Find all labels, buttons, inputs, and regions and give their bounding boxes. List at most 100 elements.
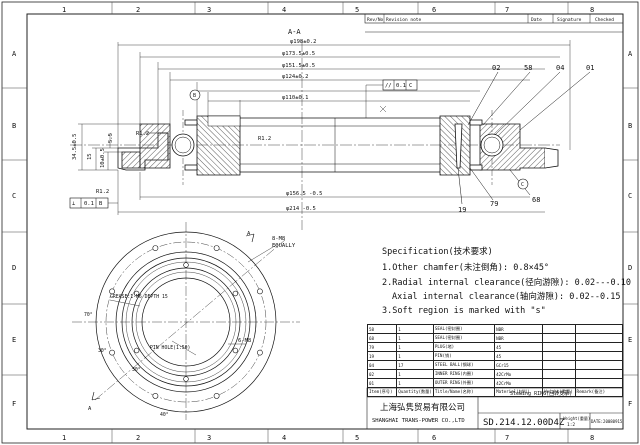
row-label-e: E	[12, 336, 16, 344]
rev-mark: Rev/No	[367, 17, 384, 23]
plan-angle-1: 70°	[84, 312, 93, 318]
spec-line-2: 2.Radial internal clearance(径向游隙): 0.02-…	[382, 278, 631, 288]
row-label-a: A	[12, 50, 17, 58]
bom-cell: 1	[396, 333, 434, 343]
gtol-left-val: 0.1	[84, 201, 94, 207]
label-r12-a: R1.2	[136, 131, 149, 137]
bom-cell: OUTER RING(外圈)	[432, 378, 496, 388]
bom-cell: 1	[396, 324, 434, 334]
callout-labels: 02 58 04 01 19 79 68	[458, 64, 594, 214]
inner-bolt-hole	[133, 290, 140, 297]
plan-note-holes: 8-M8	[272, 236, 285, 242]
callout-01: 01	[586, 64, 594, 72]
label-r12-b: R1.2	[258, 136, 271, 142]
bom-cell	[542, 378, 576, 388]
bom-cell: 45	[494, 351, 544, 361]
rev-date: Date	[531, 17, 542, 23]
bom-cell	[574, 333, 624, 343]
inner-bolt-hole	[232, 347, 239, 354]
gtol-top-sym: //	[385, 83, 392, 89]
plan-label-a-bottom: A	[88, 406, 92, 412]
bom-cell: 19	[366, 351, 398, 361]
bom-cell: Quantity(数量)	[396, 387, 434, 397]
bom-cell	[542, 360, 576, 370]
bom-cell: PLUG(堵)	[432, 342, 496, 352]
col-label-4: 4	[282, 6, 286, 14]
col-label-3: 3	[207, 6, 211, 14]
section-title: A-A	[288, 28, 301, 36]
bom-cell: 1	[396, 378, 434, 388]
tb-date: DATE:20080915	[591, 419, 623, 424]
col-label-7b: 7	[505, 434, 509, 442]
bom-cell: 45	[494, 342, 544, 352]
bom-cell: Item(序号)	[366, 387, 398, 397]
bom-cell	[574, 369, 624, 379]
col-label-2: 2	[136, 6, 140, 14]
outer-bolt-hole	[152, 393, 159, 399]
col-label-5b: 5	[355, 434, 359, 442]
bom-cell	[574, 378, 624, 388]
bom-cell: 17	[396, 360, 434, 370]
plan-angle-2: 30°	[98, 348, 107, 354]
row-label-f: F	[12, 400, 16, 408]
row-label-b: B	[12, 122, 16, 130]
col-label-8: 8	[590, 6, 594, 14]
col-label-6b: 6	[432, 434, 436, 442]
bom-cell	[574, 351, 624, 361]
dim-34: 34.5±0.5	[72, 134, 78, 161]
plan-bolt-holes	[109, 245, 263, 399]
bom-cell: NBR	[494, 324, 544, 334]
inner-bolt-hole	[232, 290, 239, 297]
dim-214: φ214 -0.5	[286, 206, 316, 212]
callout-79: 79	[490, 200, 498, 208]
callout-02: 02	[492, 64, 500, 72]
outer-bolt-hole	[152, 245, 159, 251]
dim-173: φ173.5±0.5	[282, 51, 315, 57]
outer-bolt-hole	[109, 349, 115, 356]
tb-scale: 1:2	[567, 422, 575, 428]
row-label-b-r: B	[628, 122, 632, 130]
bom-cell: STEEL BALL(钢球)	[432, 360, 496, 370]
inner-bolt-hole	[183, 262, 189, 268]
section-dimensions: φ198±0.2 φ173.5±0.5 φ151.5±0.5 φ124±0.2 …	[72, 39, 524, 212]
inner-bolt-hole	[133, 347, 140, 354]
col-label-7: 7	[505, 6, 509, 14]
gtol-top-ref: C	[409, 83, 412, 89]
datum-b: B	[193, 93, 196, 99]
col-label-1: 1	[62, 6, 66, 14]
bom-cell: 42CrMo	[494, 378, 544, 388]
bom-cell: Weight(重量)	[542, 387, 576, 397]
bom-cell	[542, 342, 576, 352]
bom-cell: SEAL(密封圈)	[432, 333, 496, 343]
tb-company-en: SHANGHAI TRANS-POWER CO.,LTD	[372, 418, 465, 424]
bom-cell: PIN(销)	[432, 351, 496, 361]
row-label-a-r: A	[628, 50, 633, 58]
dim-151: φ151.5±0.5	[282, 63, 315, 69]
bom-cell: 68	[366, 333, 398, 343]
bom-cell: NBR	[494, 333, 544, 343]
bom-cell: 01	[366, 378, 398, 388]
row-label-d-r: D	[628, 264, 632, 272]
inner-bolt-hole	[183, 376, 189, 382]
callout-68: 68	[532, 196, 540, 204]
bom-cell	[542, 324, 576, 334]
outer-bolt-hole	[257, 349, 263, 356]
spec-title: Specification(技术要求)	[382, 247, 493, 257]
bom-cell: 1	[396, 351, 434, 361]
plan-labels: A A 8-M8 EQUALLY GREASE:1-M6 DEPTH 15 PI…	[84, 231, 296, 418]
dim-198: φ198±0.2	[290, 39, 317, 45]
plan-note-grease: GREASE:1-M6 DEPTH 15	[110, 294, 168, 300]
bom-cell: 1	[396, 369, 434, 379]
outer-bolt-hole	[257, 288, 263, 295]
dim-15: 15	[87, 153, 93, 160]
plan-view	[72, 222, 300, 420]
row-label-c: C	[12, 192, 16, 200]
bom-cell: 58	[366, 324, 398, 334]
bom-cell: Material(材料)	[494, 387, 544, 397]
